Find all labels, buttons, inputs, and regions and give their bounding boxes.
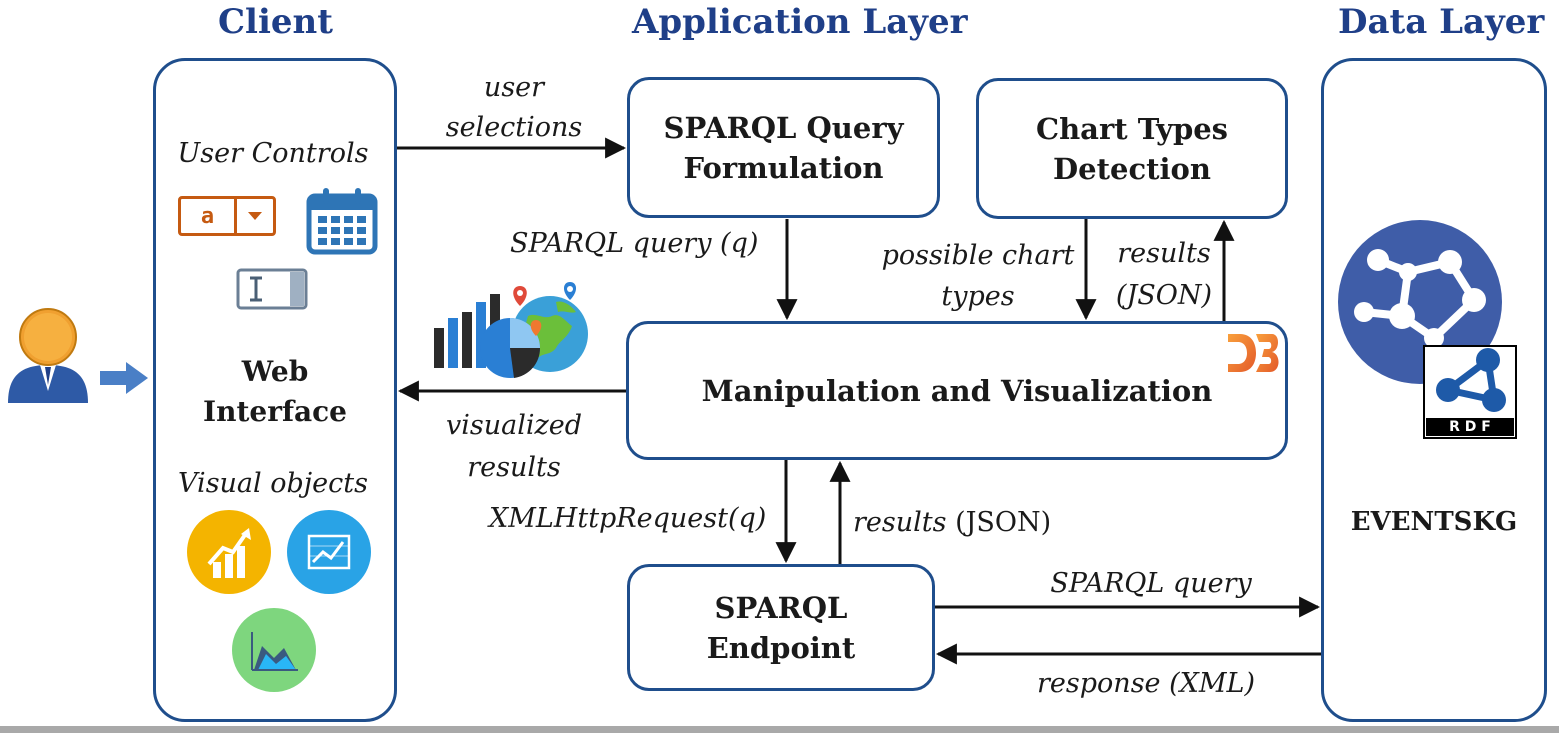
- user-input-arrow-icon: [100, 360, 150, 400]
- rdf-label: R D F: [1449, 419, 1491, 435]
- web-interface-title-line1: Web: [241, 355, 309, 388]
- label-results-json-down: results (JSON): [853, 507, 1051, 538]
- label-possible-chart: possible chart: [881, 240, 1075, 271]
- label-sparql-query-q: SPARQL query (q): [510, 228, 759, 259]
- label-results-italic: results: [853, 507, 947, 538]
- manipulation-visualization-box: Manipulation and Visualization: [626, 321, 1288, 460]
- web-interface-title-line2: Interface: [202, 395, 348, 428]
- sparql-endpoint-box: SPARQL Endpoint: [627, 564, 935, 691]
- endpoint-line1: SPARQL: [714, 590, 848, 625]
- client-heading: Client: [218, 2, 333, 42]
- data-layer-heading: Data Layer: [1338, 2, 1545, 42]
- label-json-plain: (JSON): [946, 507, 1052, 538]
- calendar-icon: [305, 186, 379, 260]
- dropdown-control-icon: a: [178, 196, 276, 236]
- bottom-divider: [0, 726, 1559, 733]
- text-field-icon: [236, 268, 308, 314]
- query-formulation-line2: Formulation: [683, 150, 884, 185]
- chart-types-detection-box: Chart Types Detection: [976, 78, 1288, 219]
- chart-detection-line1: Chart Types: [1035, 111, 1229, 146]
- knowledge-graph-logo-icon: R D F: [1338, 220, 1528, 444]
- user-avatar-icon: [4, 305, 92, 409]
- chevron-down-icon: [237, 199, 273, 233]
- area-chart-icon: [232, 608, 316, 696]
- label-visualized: visualized: [446, 410, 582, 441]
- label-json: (JSON): [1115, 280, 1213, 311]
- visual-objects-label: Visual objects: [178, 468, 368, 499]
- label-response-xml: response (XML): [1037, 668, 1255, 699]
- eventskg-title: EVENTSKG: [1350, 507, 1518, 537]
- sparql-query-formulation-box: SPARQL Query Formulation: [627, 77, 940, 218]
- application-layer-heading: Application Layer: [632, 2, 968, 42]
- chart-detection-line2: Detection: [1053, 151, 1211, 186]
- label-types: types: [941, 281, 1015, 312]
- label-sparql-query: SPARQL query: [1050, 568, 1252, 599]
- bar-chart-growth-icon: [187, 510, 271, 598]
- manipulation-title: Manipulation and Visualization: [701, 373, 1213, 408]
- visualization-charts-globe-icon: [432, 282, 592, 390]
- endpoint-line2: Endpoint: [706, 630, 856, 665]
- label-visualized-results: results: [467, 452, 561, 483]
- label-selections: selections: [445, 112, 583, 143]
- label-user: user: [483, 72, 545, 103]
- d3-logo-icon: [1226, 330, 1282, 380]
- user-controls-label: User Controls: [177, 138, 369, 169]
- label-xmlhttprequest: XMLHttpRequest(q): [489, 503, 767, 534]
- line-chart-icon: [287, 510, 371, 598]
- query-formulation-line1: SPARQL Query: [663, 110, 904, 145]
- dropdown-letter: a: [181, 199, 237, 233]
- label-results: results: [1117, 238, 1211, 269]
